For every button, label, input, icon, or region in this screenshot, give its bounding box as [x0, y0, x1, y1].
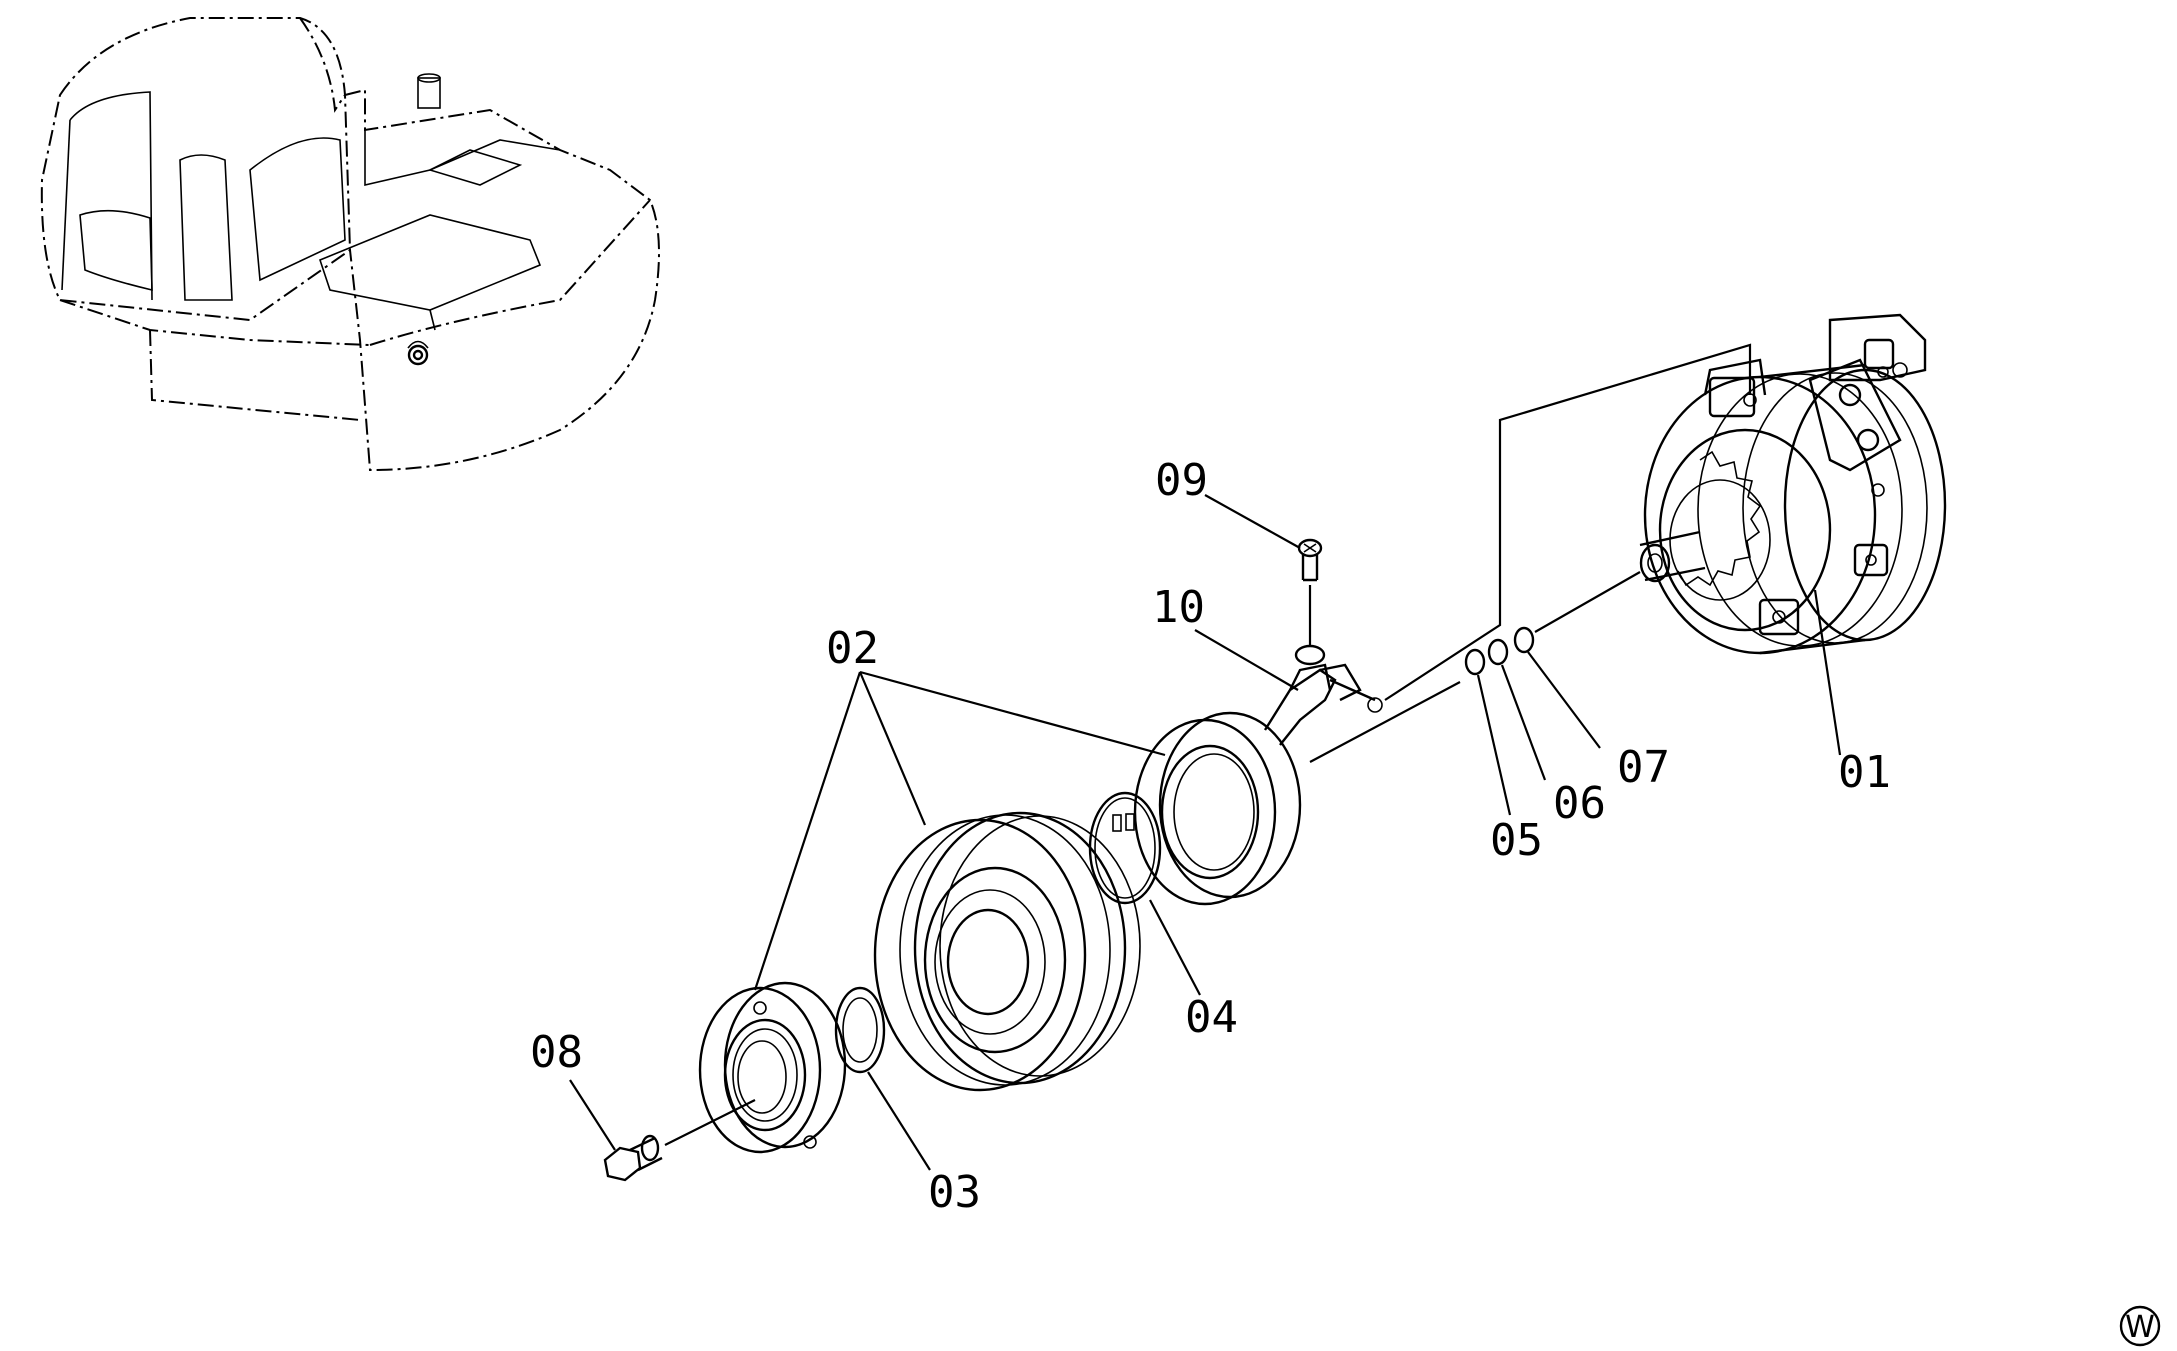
armature-plate-part	[698, 981, 847, 1154]
clutch-coil-part	[1133, 663, 1383, 906]
part-label-06: 06	[1553, 778, 1606, 829]
washer-06-part	[1487, 638, 1509, 666]
watermark-letter: W	[2125, 1310, 2155, 1345]
part-label-03: 03	[928, 1167, 981, 1218]
part-label-02: 02	[826, 623, 879, 674]
part-label-05: 05	[1490, 815, 1543, 866]
part-label-08: 08	[530, 1027, 583, 1078]
part-label-04: 04	[1185, 992, 1238, 1043]
part-label-07: 07	[1617, 742, 1670, 793]
clamp-part	[1288, 644, 1332, 691]
watermark-logo: W	[2119, 1305, 2161, 1347]
shim-part	[834, 986, 886, 1074]
hex-bolt-part	[603, 1134, 663, 1182]
washer-05-part	[1464, 648, 1486, 676]
part-label-09: 09	[1155, 455, 1208, 506]
screw-part	[1297, 538, 1323, 582]
snap-ring-part	[1088, 791, 1162, 905]
part-label-01: 01	[1838, 747, 1891, 798]
washer-07-part	[1513, 626, 1535, 654]
rotor-pulley-part	[873, 811, 1141, 1092]
assembly-lines	[664, 343, 1752, 1146]
part-labels: 01 02 03 04 05 06 07 08 09 10	[530, 455, 1891, 1218]
machine-overview-sketch	[40, 17, 660, 472]
part-label-10: 10	[1152, 582, 1205, 633]
leader-lines	[569, 494, 1842, 1171]
compressor-part	[1639, 313, 1947, 655]
